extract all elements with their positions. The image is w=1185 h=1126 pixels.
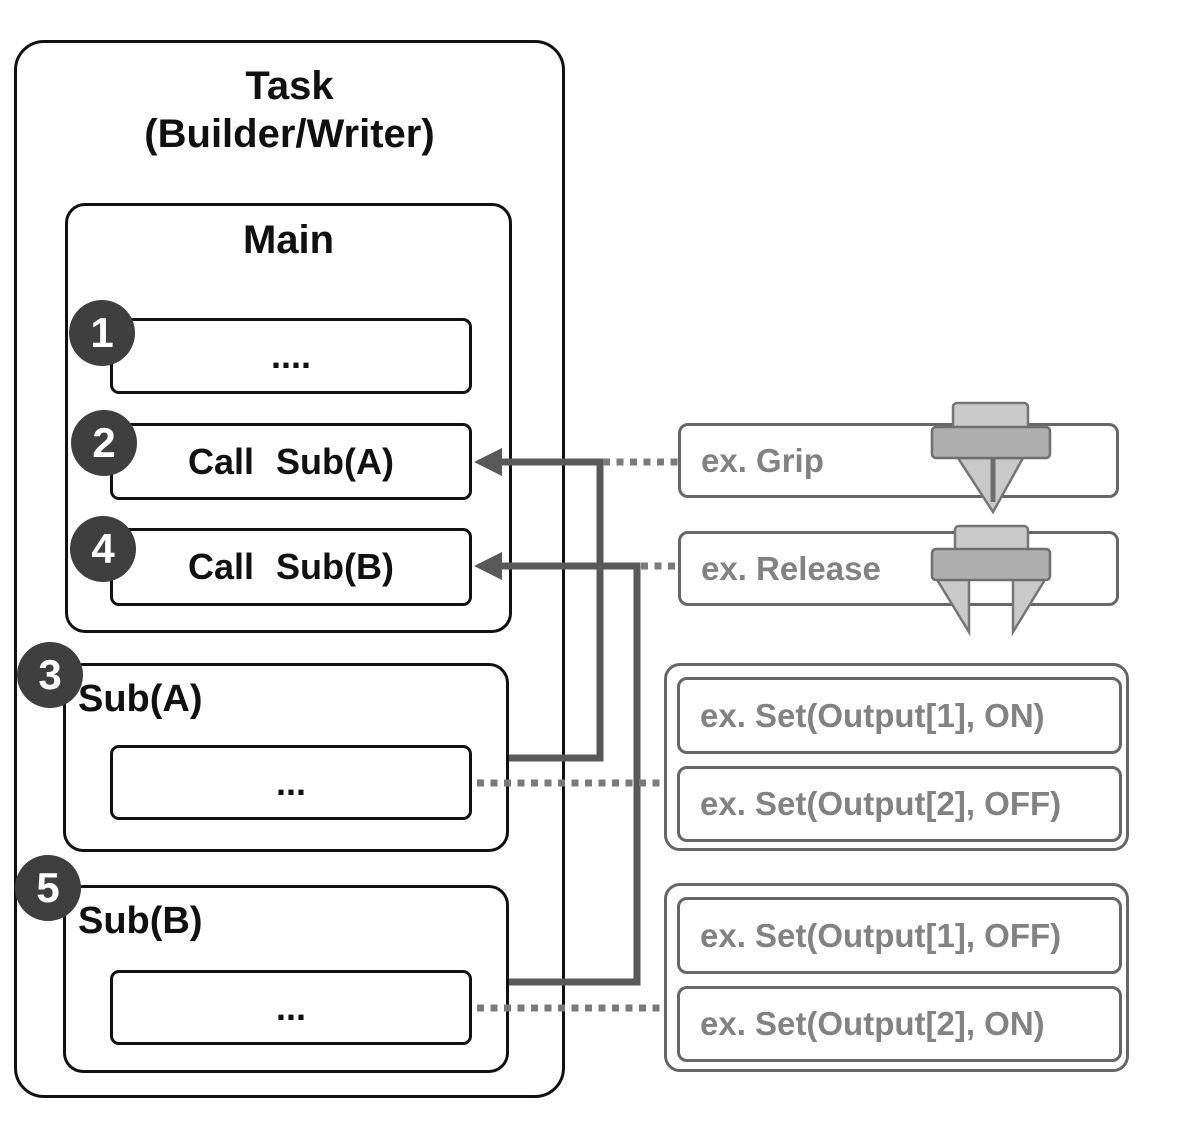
annotation-grip-box: ex. Grip: [678, 423, 1119, 498]
annotation-grip-label: ex. Grip: [701, 441, 824, 479]
step-box-call-sub-b: Call Sub(B): [110, 528, 472, 606]
annotation-release-label: ex. Release: [701, 549, 881, 587]
sub-a-title: Sub(A): [78, 678, 203, 720]
example-group-sub-a: ex. Set(Output[1], ON) ex. Set(Output[2]…: [664, 663, 1129, 851]
step-marker-5: 5: [15, 855, 81, 921]
example-box-output1-off: ex. Set(Output[1], OFF): [677, 897, 1122, 974]
sub-b-title: Sub(B): [78, 900, 203, 942]
main-title: Main: [242, 218, 335, 262]
sub-a-body-box: ...: [110, 745, 472, 820]
step-marker-1: 1: [69, 300, 135, 366]
example-label: ex. Set(Output[2], ON): [700, 1005, 1045, 1042]
example-label: ex. Set(Output[2], OFF): [700, 785, 1062, 822]
example-label: ex. Set(Output[1], OFF): [700, 916, 1062, 954]
step-marker-2: 2: [71, 410, 137, 476]
step-box-call-sub-a: Call Sub(A): [110, 423, 472, 500]
task-title-line2: (Builder/Writer): [144, 112, 435, 156]
task-title: Task (Builder/Writer): [14, 62, 565, 158]
example-group-sub-b: ex. Set(Output[1], OFF) ex. Set(Output[2…: [664, 883, 1129, 1072]
annotation-release-box: ex. Release: [678, 531, 1119, 606]
task-title-line1: Task: [245, 64, 334, 108]
example-label: ex. Set(Output[1], ON): [700, 696, 1045, 734]
step-box-dots: ....: [110, 318, 472, 394]
step-marker-3: 3: [17, 642, 83, 708]
example-box-output2-on: ex. Set(Output[2], ON): [677, 986, 1122, 1062]
example-box-output2-off: ex. Set(Output[2], OFF): [677, 766, 1122, 842]
example-box-output1-on: ex. Set(Output[1], ON): [677, 677, 1122, 754]
sub-b-body-box: ...: [110, 970, 472, 1045]
step-marker-4: 4: [70, 516, 136, 582]
